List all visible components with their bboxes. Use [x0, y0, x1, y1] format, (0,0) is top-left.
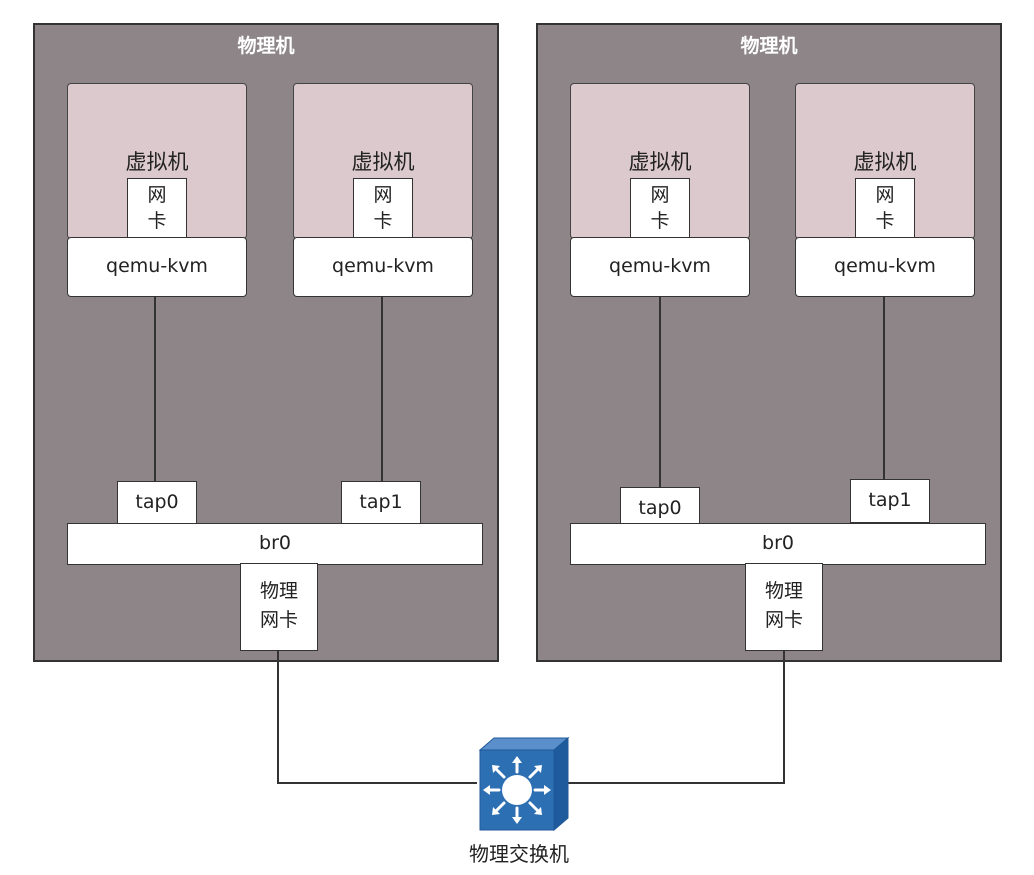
- tap-interface: tap1: [341, 481, 421, 525]
- vm-title: 虚拟机: [628, 150, 692, 174]
- bridge-br0: br0: [570, 523, 986, 565]
- uplink-wire-right: [567, 782, 785, 784]
- qemu-kvm-process: qemu-kvm: [795, 237, 975, 297]
- vm-title: 虚拟机: [351, 150, 415, 174]
- qemu-kvm-process: qemu-kvm: [293, 237, 473, 297]
- physical-host-2: 物理机 虚拟机 网 卡 qemu-kvm 虚拟机 网 卡 qemu-kvm ta…: [536, 23, 1002, 662]
- vm-to-tap-link: [154, 297, 156, 483]
- vm-2: 虚拟机 网 卡: [795, 83, 975, 239]
- vm-1: 虚拟机 网 卡: [67, 83, 247, 239]
- vm-title: 虚拟机: [853, 150, 917, 174]
- switch-label: 物理交换机: [469, 842, 569, 866]
- vm-2: 虚拟机 网 卡: [293, 83, 473, 239]
- tap-interface: tap0: [117, 481, 197, 525]
- network-switch-icon: [478, 736, 570, 832]
- qemu-kvm-process: qemu-kvm: [67, 237, 247, 297]
- qemu-kvm-process: qemu-kvm: [570, 237, 750, 297]
- uplink-wire-left: [277, 782, 477, 784]
- physical-host-1: 物理机 虚拟机 网 卡 qemu-kvm 虚拟机 网 卡 qemu-kvm ta…: [33, 23, 499, 662]
- vm-nic: 网 卡: [630, 178, 690, 238]
- vm-to-tap-link: [659, 297, 661, 489]
- host-title: 物理机: [237, 35, 295, 57]
- vm-nic: 网 卡: [353, 178, 413, 238]
- bridge-br0: br0: [67, 523, 483, 565]
- physical-nic: 物理 网卡: [240, 563, 318, 651]
- physical-nic: 物理 网卡: [745, 563, 823, 651]
- vm-to-tap-link: [381, 297, 383, 483]
- vm-nic: 网 卡: [127, 178, 187, 238]
- uplink-wire-left: [277, 650, 279, 783]
- uplink-wire-right: [783, 650, 785, 783]
- host-title: 物理机: [740, 35, 798, 57]
- vm-title: 虚拟机: [125, 150, 189, 174]
- vm-1: 虚拟机 网 卡: [570, 83, 750, 239]
- tap-interface: tap1: [850, 479, 930, 523]
- vm-to-tap-link: [883, 297, 885, 479]
- vm-nic: 网 卡: [855, 178, 915, 238]
